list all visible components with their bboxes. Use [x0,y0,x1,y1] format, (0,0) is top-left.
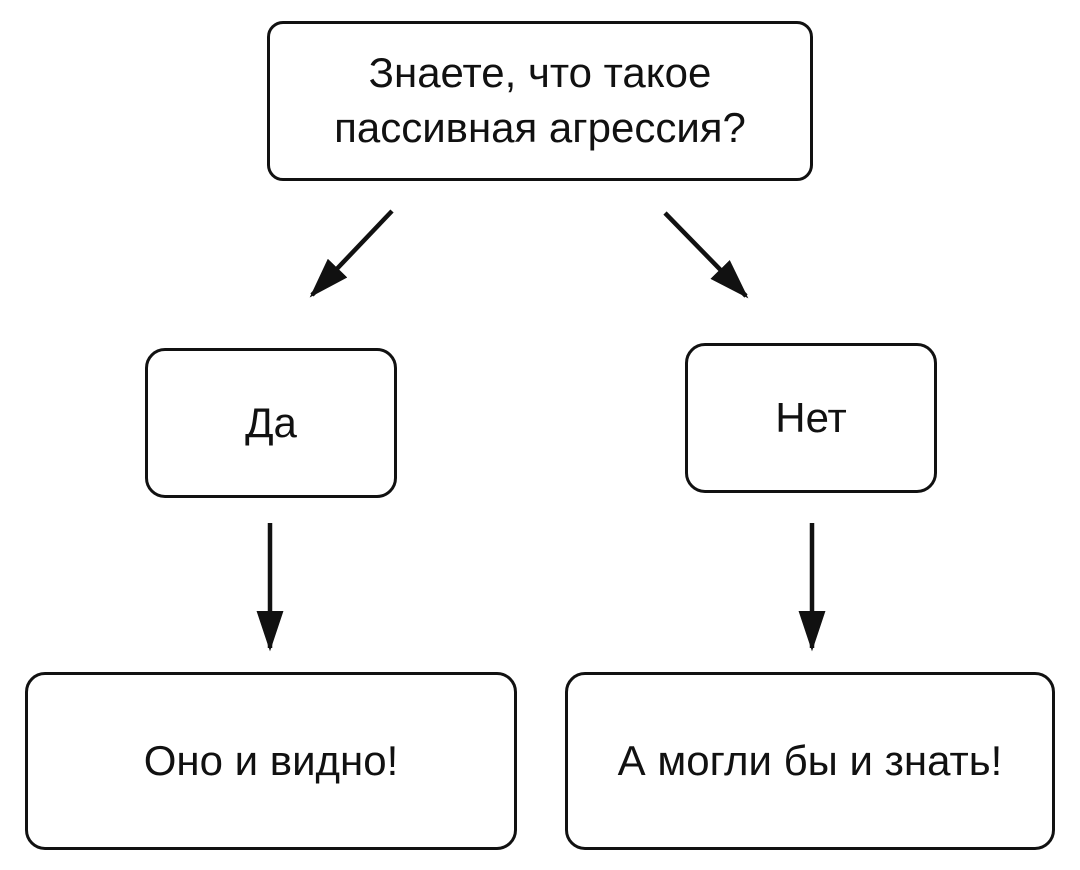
node-yes-result: Оно и видно! [25,672,517,850]
node-question: Знаете, что такое пассивная агрессия? [267,21,813,181]
node-no: Нет [685,343,937,493]
node-yes-label: Да [245,398,297,446]
node-yes-result-label: Оно и видно! [143,736,399,784]
node-no-result: А могли бы и знать! [565,672,1055,850]
edge-question-to-yes-arrow [309,209,394,298]
node-question-label: Знаете, что такое пассивная агрессия? [334,49,746,151]
node-no-result-label: А могли бы и знать! [617,736,1003,784]
node-no-label: Нет [775,393,847,441]
edge-question-to-no-arrow [663,211,749,299]
node-yes: Да [145,348,397,498]
